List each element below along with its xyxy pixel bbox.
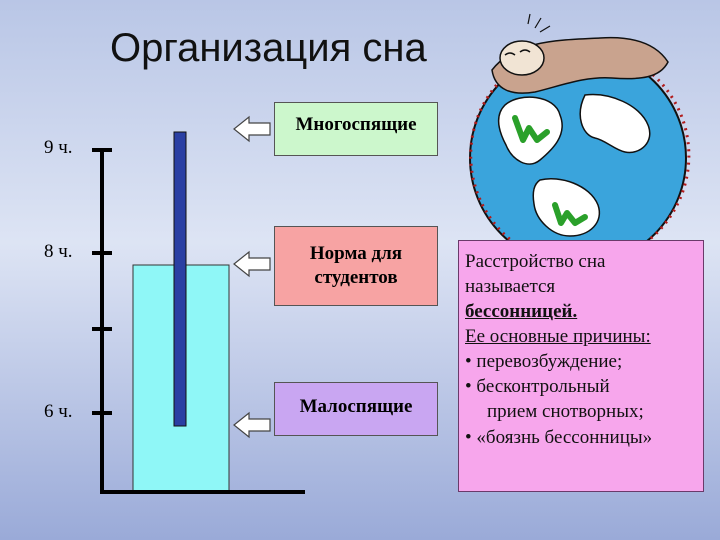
info-line-2: называется — [465, 276, 556, 298]
norm-box: Норма для студентов — [274, 226, 438, 306]
globe-with-sleeping-person-icon — [469, 13, 691, 267]
arrow-long-sleepers-icon — [233, 115, 271, 143]
short-sleepers-box: Малоспящие — [274, 382, 438, 436]
arrow-short-sleepers-icon — [233, 411, 271, 439]
info-term: бессонницей. — [465, 301, 578, 323]
tick-label-8h: 8 ч. — [44, 241, 73, 262]
insomnia-info-panel: Расстройство сна называется бессонницей.… — [458, 240, 704, 492]
info-causes-heading: Ее основные причины: — [465, 326, 651, 348]
info-bullet-2: • бесконтрольный — [465, 376, 610, 398]
info-bullet-2-cont: прием снотворных; — [487, 401, 644, 423]
info-bullet-3: • «боязнь бессонницы» — [465, 426, 653, 448]
norm-label: Норма для студентов — [309, 243, 403, 288]
tick-label-6h: 6 ч. — [44, 401, 73, 422]
long-sleepers-box: Многоспящие — [274, 102, 438, 156]
arrow-norm-icon — [233, 250, 271, 278]
tick-label-9h: 9 ч. — [44, 137, 73, 158]
short-sleepers-label: Малоспящие — [299, 396, 413, 417]
info-bullet-1: • перевозбуждение; — [465, 351, 623, 373]
page-title: Организация сна — [110, 26, 427, 70]
info-line-1: Расстройство сна — [465, 251, 606, 272]
long-sleepers-bar — [173, 131, 187, 427]
long-sleepers-label: Многоспящие — [295, 114, 417, 135]
